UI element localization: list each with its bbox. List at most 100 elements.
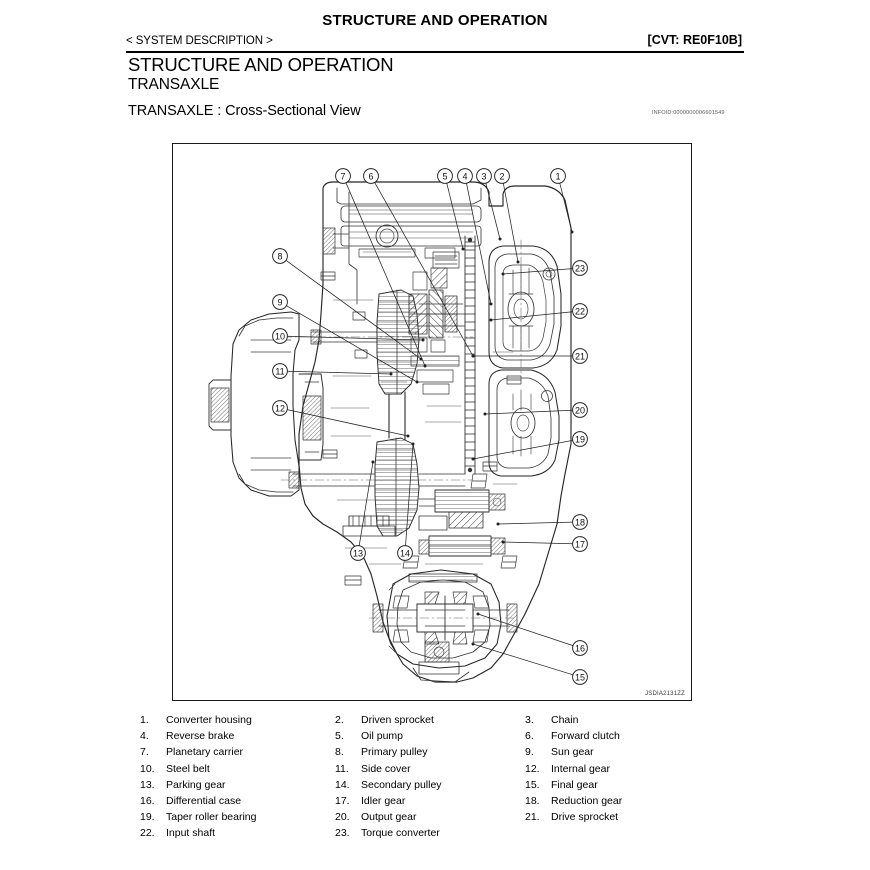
legend-item-label: Differential case bbox=[166, 794, 242, 807]
legend-item: 16.Differential case bbox=[140, 793, 335, 809]
callout-bubble bbox=[272, 363, 288, 379]
callout-target-dot bbox=[423, 364, 427, 368]
callout-2: 2 bbox=[494, 168, 520, 264]
callout-leader-line bbox=[502, 268, 573, 275]
legend-item: 1.Converter housing bbox=[140, 712, 335, 728]
callout-leader-line bbox=[405, 443, 414, 546]
page-header: STRUCTURE AND OPERATION < SYSTEM DESCRIP… bbox=[0, 0, 870, 54]
callout-bubble bbox=[272, 248, 288, 264]
callout-target-dot bbox=[415, 380, 419, 384]
callout-target-dot bbox=[419, 357, 423, 361]
legend-item-label: Driven sprocket bbox=[361, 714, 434, 726]
legend-item: 5.Oil pump bbox=[335, 728, 525, 744]
callout-bubble bbox=[572, 303, 588, 319]
callout-7: 7 bbox=[335, 168, 427, 368]
callout-11: 11 bbox=[272, 363, 393, 379]
callout-target-dot bbox=[471, 642, 475, 646]
callout-5: 5 bbox=[437, 168, 465, 251]
callout-leader-line bbox=[484, 409, 573, 415]
callout-bubble bbox=[272, 400, 288, 416]
legend-item-label: Taper roller bearing bbox=[166, 811, 257, 824]
header-divider bbox=[126, 51, 744, 53]
callout-leader-line bbox=[345, 182, 426, 367]
legend-item-label: Converter housing bbox=[166, 714, 252, 726]
legend-item: 19.Taper roller bearing bbox=[140, 809, 335, 825]
legend-item-number: 5. bbox=[335, 730, 344, 743]
callout-16: 16 bbox=[476, 612, 588, 656]
legend-item-label: Input shaft bbox=[166, 827, 216, 840]
section-heading: TRANSAXLE : Cross-Sectional View bbox=[128, 103, 361, 119]
callout-bubble bbox=[457, 168, 473, 184]
legend-item-label: Reduction gear bbox=[551, 794, 623, 807]
callout-12: 12 bbox=[272, 400, 410, 438]
legend-item-label: Side cover bbox=[361, 762, 411, 775]
callout-leader-line bbox=[374, 182, 474, 357]
legend-item: 4.Reverse brake bbox=[140, 728, 335, 744]
callout-3: 3 bbox=[476, 168, 502, 241]
legend-item-label: Final gear bbox=[551, 778, 598, 791]
callout-target-dot bbox=[501, 540, 505, 544]
legend-item-number: 22. bbox=[140, 827, 155, 840]
legend-item-label: Reverse brake bbox=[166, 730, 235, 743]
callout-number: 19 bbox=[575, 434, 585, 444]
callout-number: 9 bbox=[277, 297, 282, 307]
callout-leader-line bbox=[502, 541, 573, 545]
callout-9: 9 bbox=[272, 294, 419, 384]
legend-item-label: Steel belt bbox=[166, 762, 210, 775]
callout-leader-line bbox=[559, 183, 573, 233]
callout-leader-line bbox=[472, 439, 573, 460]
callout-number: 1 bbox=[555, 171, 560, 181]
callout-leader-line bbox=[287, 335, 424, 341]
callout-number: 23 bbox=[575, 263, 585, 273]
callout-leader-line bbox=[287, 370, 392, 375]
callout-bubble bbox=[350, 545, 366, 561]
callout-number: 8 bbox=[277, 251, 282, 261]
callout-target-dot bbox=[489, 318, 493, 322]
legend-item: 2.Driven sprocket bbox=[335, 712, 525, 728]
callout-target-dot bbox=[471, 457, 475, 461]
callout-bubble bbox=[572, 402, 588, 418]
legend-item: 15.Final gear bbox=[525, 777, 715, 793]
legend-item: 22. Input shaft bbox=[140, 825, 335, 841]
callout-bubble bbox=[363, 168, 379, 184]
callout-number: 2 bbox=[499, 171, 504, 181]
legend-item: 20.Output gear bbox=[335, 809, 525, 825]
callout-target-dot bbox=[406, 434, 410, 438]
callout-number: 3 bbox=[481, 171, 486, 181]
callout-leader-line bbox=[472, 643, 574, 676]
callout-target-dot bbox=[389, 372, 393, 376]
callout-number: 10 bbox=[275, 331, 285, 341]
callout-bubble bbox=[572, 260, 588, 276]
callout-8: 8 bbox=[272, 248, 423, 361]
legend-item-number: 7. bbox=[140, 746, 149, 759]
callout-bubble bbox=[572, 431, 588, 447]
callout-number: 22 bbox=[575, 306, 585, 316]
legend-item: 12.Internal gear bbox=[525, 761, 715, 777]
legend-item-number: 23. bbox=[335, 827, 350, 840]
callout-target-dot bbox=[496, 522, 500, 526]
figure-id-label: JSDIA2131ZZ bbox=[645, 691, 685, 697]
callout-bubble bbox=[550, 168, 566, 184]
callout-14: 14 bbox=[397, 442, 415, 561]
legend-item: 21.Drive sprocket bbox=[525, 809, 715, 825]
callout-bubble bbox=[572, 348, 588, 364]
callout-bubble bbox=[572, 669, 588, 685]
legend-item: 11.Side cover bbox=[335, 761, 525, 777]
legend-item-number: 21. bbox=[525, 811, 540, 824]
callout-bubble bbox=[272, 328, 288, 344]
legend-item-number: 10. bbox=[140, 762, 155, 775]
legend-item-number: 8. bbox=[335, 746, 344, 759]
legend-item-label: Output gear bbox=[361, 811, 417, 824]
legend-item: 8.Primary pulley bbox=[335, 744, 525, 760]
legend-item-label: Torque converter bbox=[361, 827, 440, 840]
callout-bubble bbox=[397, 545, 413, 561]
legend-item-label: Secondary pulley bbox=[361, 778, 442, 791]
callout-target-dot bbox=[371, 460, 375, 464]
legend-item: 10. Steel belt bbox=[140, 761, 335, 777]
callout-leader-line bbox=[358, 461, 374, 546]
